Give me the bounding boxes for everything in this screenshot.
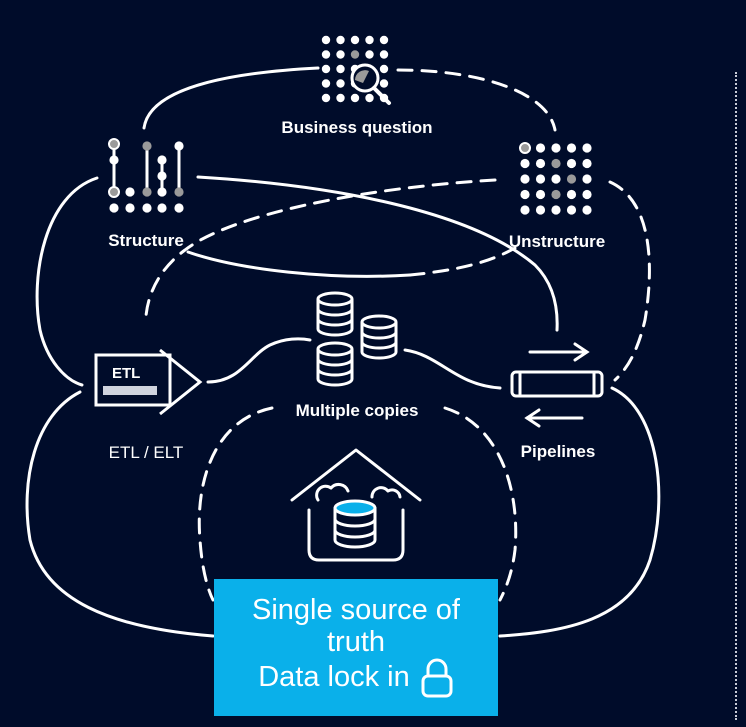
inner-loop-dashed: [197, 406, 274, 602]
etl-elt-label: ETL / ELT: [108, 443, 184, 462]
curve-etl-copies: [206, 337, 312, 384]
structure-label: Structure: [108, 231, 184, 250]
single-source-of-truth-callout: Single source of truth Data lock in: [214, 579, 498, 716]
curve-structure-lower: [186, 250, 412, 278]
pipelines-label: Pipelines: [520, 442, 596, 461]
etl-icon-label: ETL: [112, 365, 140, 382]
etl-icon: ETL: [94, 348, 203, 416]
unstructure-label: Unstructure: [508, 232, 606, 251]
curve-structure-etl: [35, 176, 99, 387]
inner-loop-dashed-right: [443, 406, 518, 602]
pipeline-icon: [510, 342, 604, 428]
connector-lines: [25, 66, 661, 638]
curve-structure-pipelines: [196, 175, 559, 332]
curve-unstructure-lower: [408, 246, 517, 277]
callout-line1: Single source of: [252, 594, 460, 626]
house-cloud-database-icon: [290, 448, 422, 562]
curve-copies-pipelines: [403, 348, 502, 390]
curve-unstructure-right: [608, 180, 651, 382]
arc-structure-business: [142, 66, 320, 130]
arc-business-unstructure: [396, 68, 557, 132]
dotted-divider: [735, 72, 737, 720]
callout-line2: truth: [326, 626, 386, 658]
lock-icon: [421, 658, 453, 698]
unstructure-grid-icon: [519, 142, 592, 215]
callout-line3: Data lock in: [258, 661, 410, 693]
outer-loop-left: [25, 390, 215, 638]
outer-loop-right: [498, 386, 661, 638]
curve-unstructure-etl: [144, 178, 497, 318]
structure-icon: [108, 138, 184, 213]
multiple-copies-label: Multiple copies: [295, 401, 419, 420]
database-stack-icon: [316, 291, 398, 387]
business-question-label: Business question: [281, 118, 433, 137]
magnifier-grid-icon: [321, 35, 391, 105]
